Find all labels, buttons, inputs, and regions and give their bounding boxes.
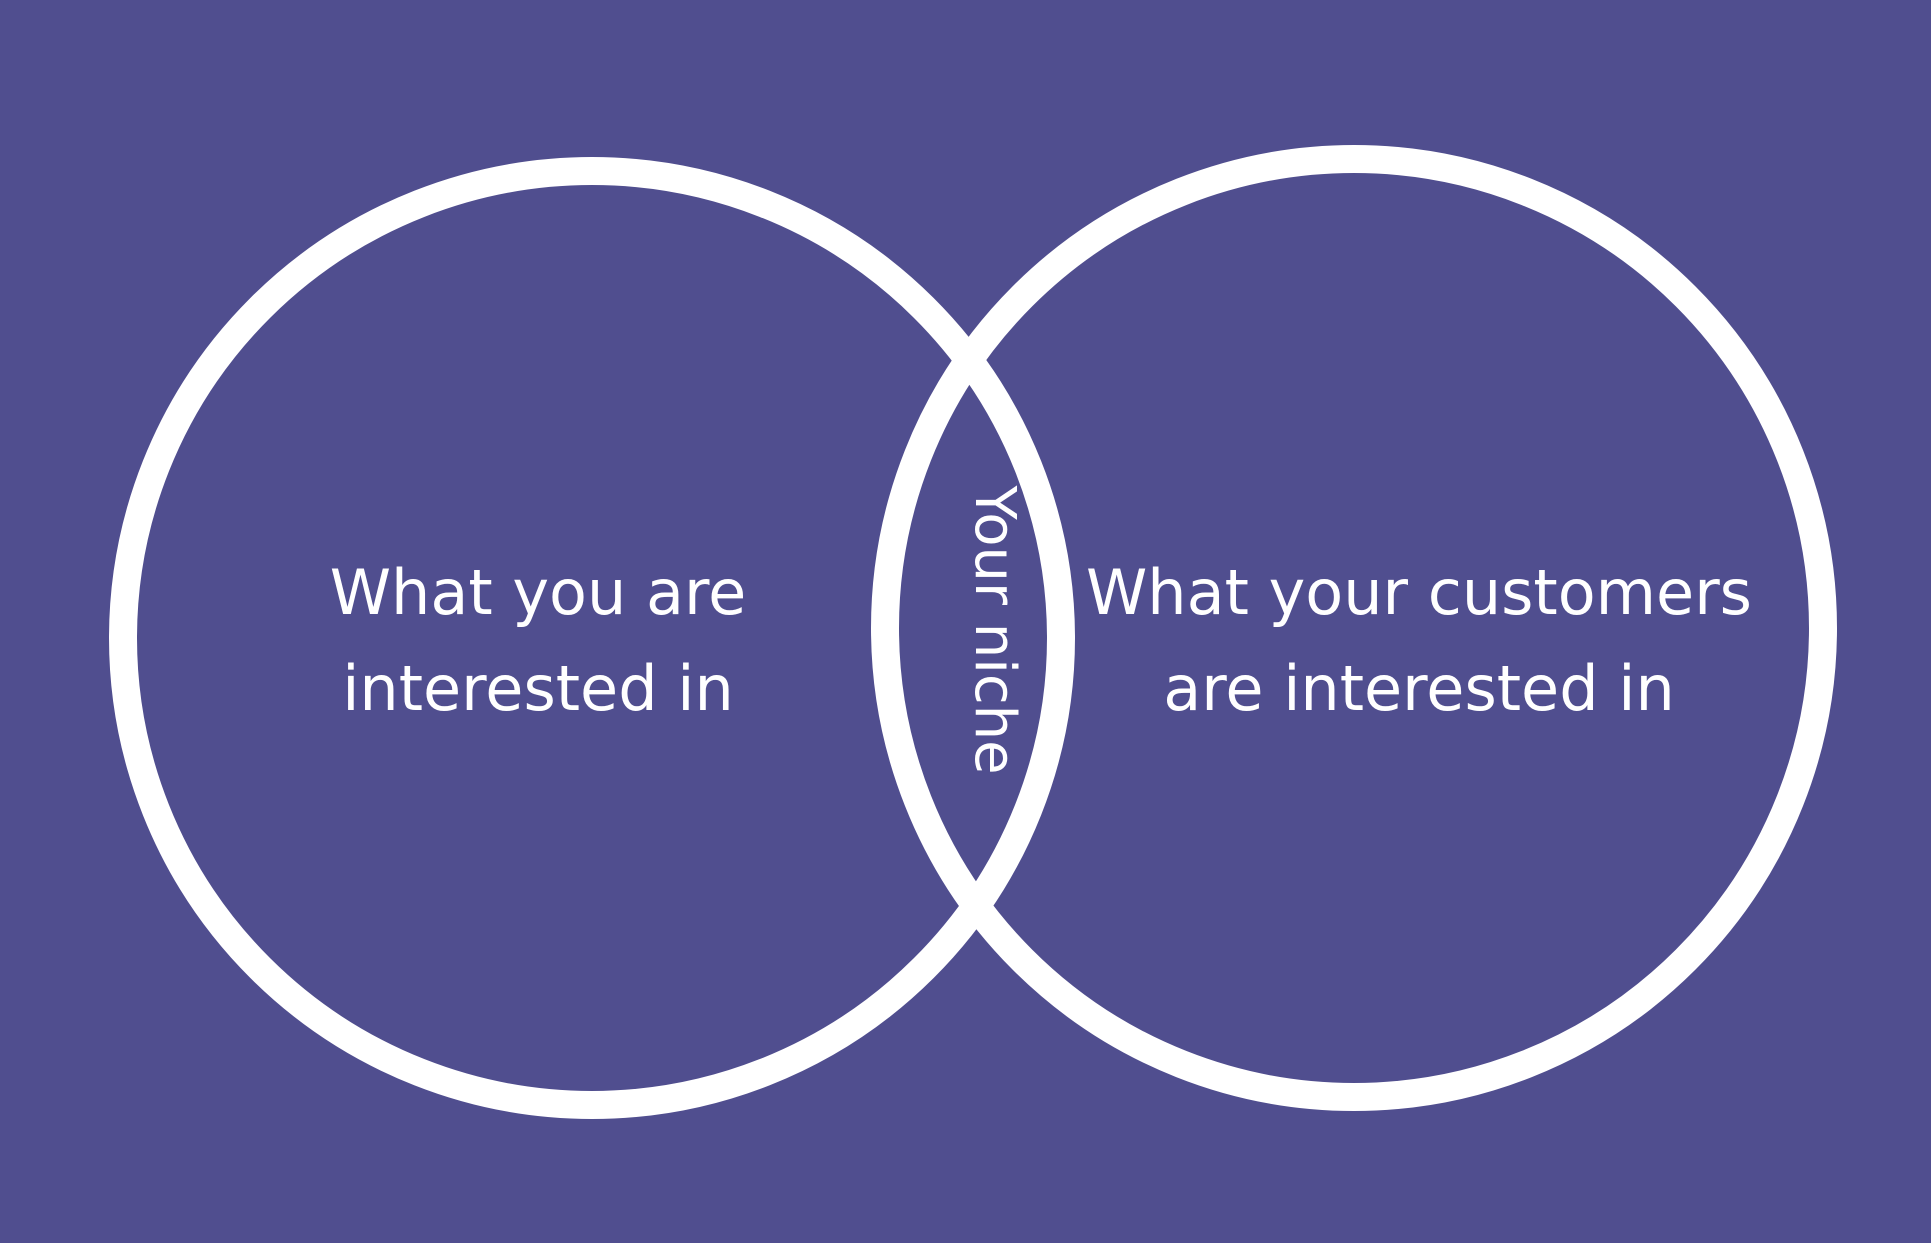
left-circle-label-line1: What you are bbox=[330, 556, 747, 629]
left-circle-label-line2: interested in bbox=[342, 652, 734, 725]
right-circle bbox=[871, 145, 1837, 1111]
right-circle-label-line2: are interested in bbox=[1163, 652, 1675, 725]
left-circle bbox=[109, 157, 1075, 1119]
overlap-niche-label: Your niche bbox=[962, 484, 1027, 774]
right-circle-label-line1: What your customers bbox=[1086, 556, 1752, 629]
